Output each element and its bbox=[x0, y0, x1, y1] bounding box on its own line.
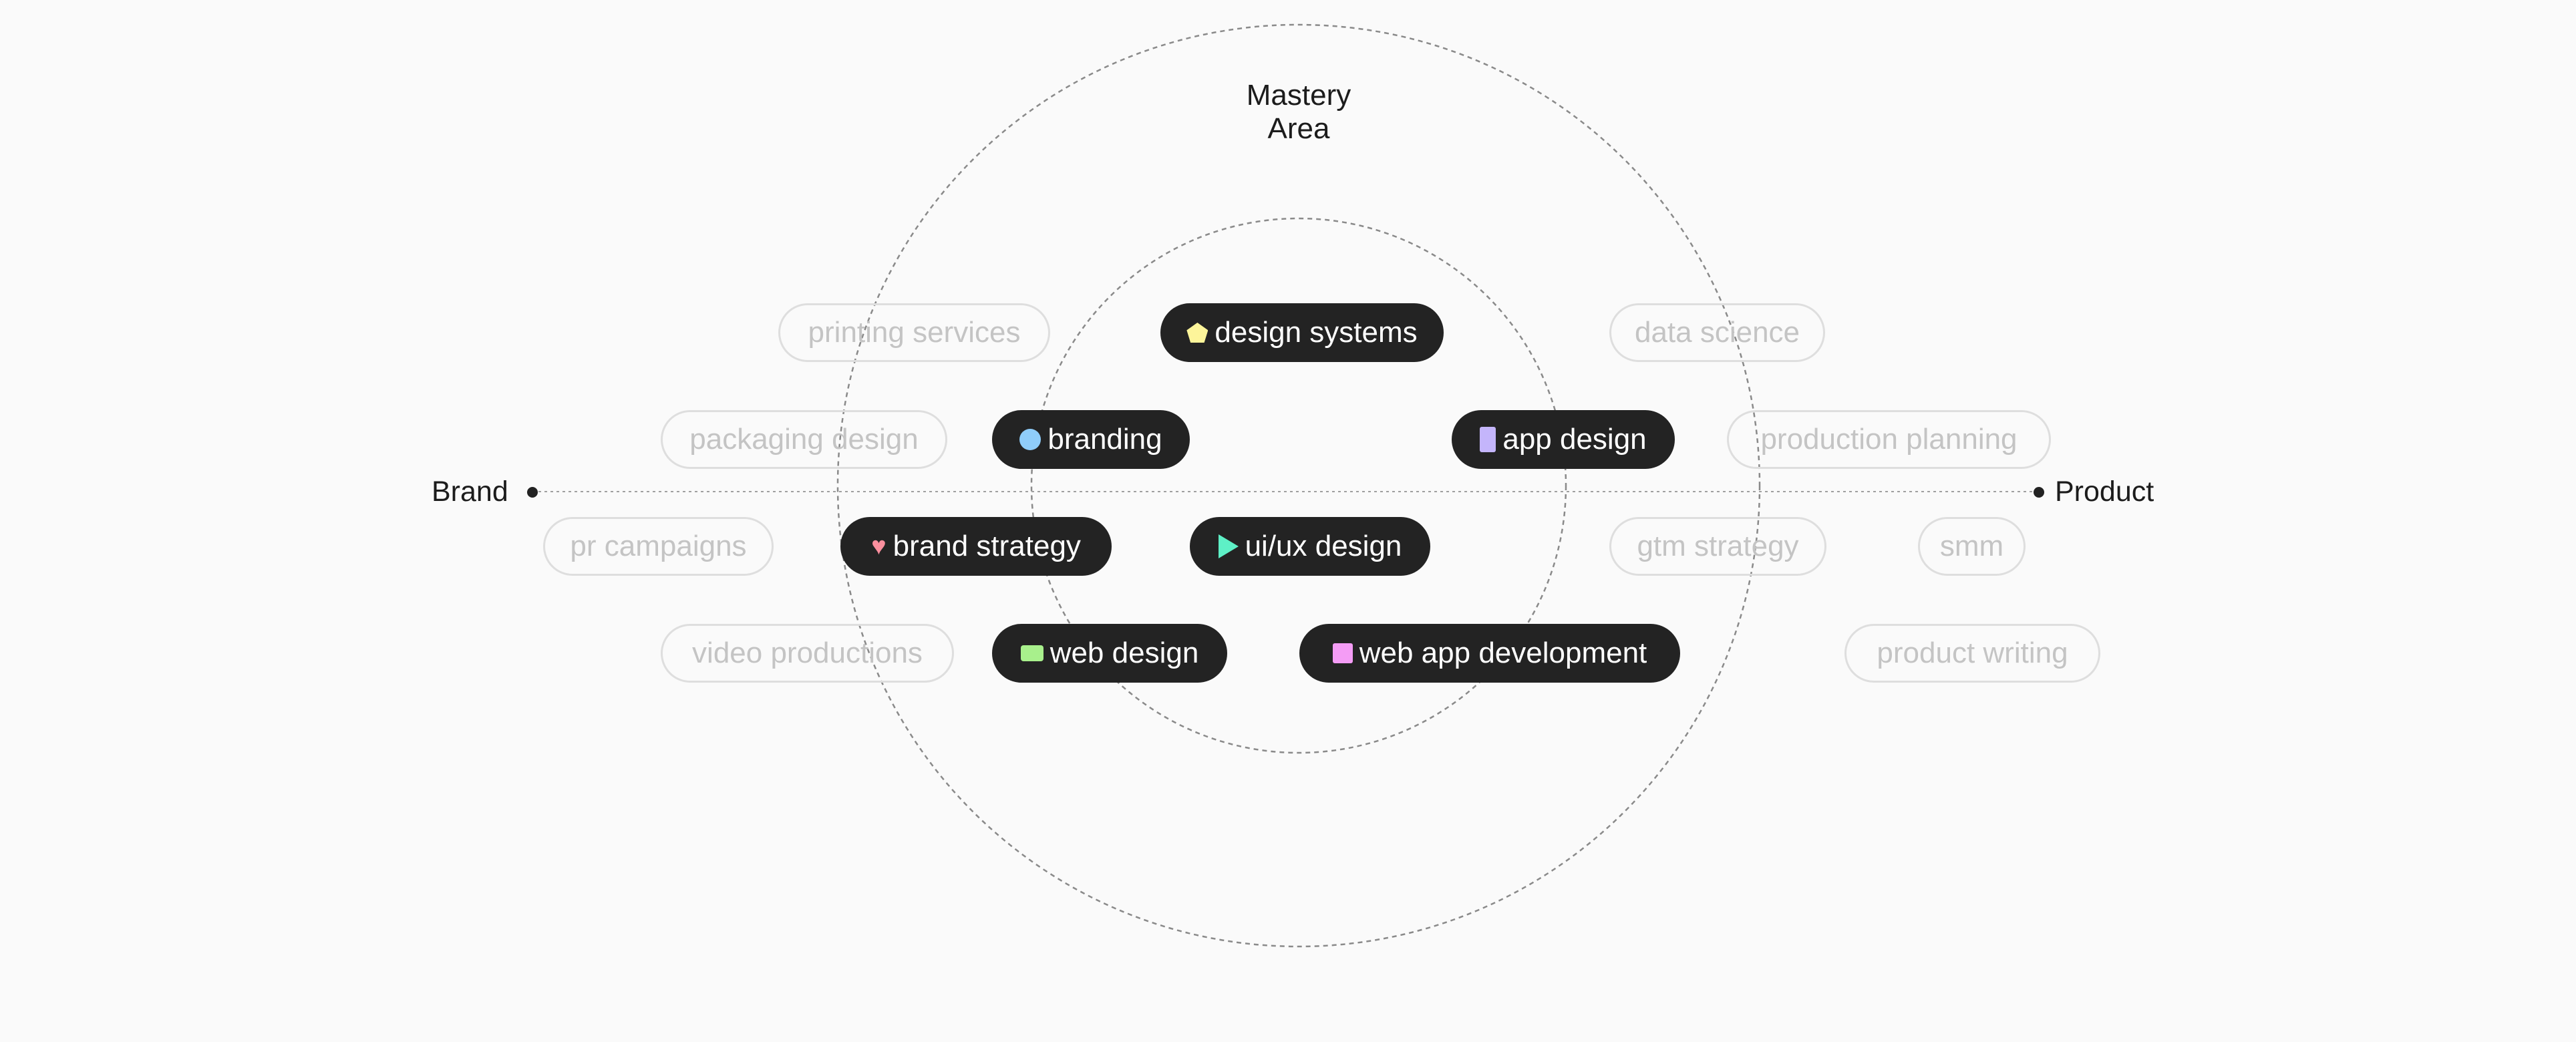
diagram-title: Mastery Area bbox=[1165, 79, 1432, 146]
outer-circle bbox=[836, 23, 1761, 948]
heart-icon: ♥ bbox=[871, 532, 887, 560]
skill-pill-web-design: web design bbox=[992, 624, 1227, 683]
skill-label: web design bbox=[1050, 637, 1199, 669]
skill-label: branding bbox=[1048, 423, 1162, 456]
skill-pill-ui-ux-design: ui/ux design bbox=[1190, 517, 1430, 576]
axis-dot-left bbox=[527, 487, 538, 498]
skill-pill-gtm-strategy: gtm strategy bbox=[1609, 517, 1826, 576]
skill-pill-branding: branding bbox=[992, 410, 1190, 469]
skill-pill-web-app-development: web app development bbox=[1299, 624, 1680, 683]
skill-pill-design-systems: design systems bbox=[1160, 303, 1444, 362]
skill-label: app design bbox=[1502, 423, 1647, 456]
rectangle-icon bbox=[1480, 427, 1496, 452]
skill-label: design systems bbox=[1215, 316, 1418, 349]
skill-pill-smm: smm bbox=[1918, 517, 2026, 576]
axis-label-brand: Brand bbox=[432, 476, 508, 508]
skill-pill-product-writing: product writing bbox=[1844, 624, 2100, 683]
inner-circle bbox=[1030, 217, 1567, 754]
skill-pill-printing-services: printing services bbox=[778, 303, 1050, 362]
circle-icon bbox=[1019, 429, 1041, 450]
skill-pill-packaging-design: packaging design bbox=[661, 410, 947, 469]
rectangle-icon bbox=[1020, 645, 1043, 661]
title-line-2: Area bbox=[1267, 112, 1330, 145]
pentagon-icon bbox=[1186, 323, 1209, 343]
skill-label: web app development bbox=[1359, 637, 1647, 669]
axis-dot-right bbox=[2034, 487, 2044, 498]
skill-pill-data-science: data science bbox=[1609, 303, 1825, 362]
axis-label-product: Product bbox=[2055, 476, 2154, 508]
square-icon bbox=[1332, 643, 1353, 663]
skill-label: brand strategy bbox=[893, 530, 1081, 562]
skill-pill-production-planning: production planning bbox=[1727, 410, 2051, 469]
play-icon bbox=[1218, 534, 1239, 558]
skill-pill-video-productions: video productions bbox=[661, 624, 954, 683]
skill-pill-app-design: app design bbox=[1452, 410, 1675, 469]
title-line-1: Mastery bbox=[1246, 79, 1351, 112]
skill-label: ui/ux design bbox=[1245, 530, 1402, 562]
skill-pill-pr-campaigns: pr campaigns bbox=[543, 517, 774, 576]
skill-pill-brand-strategy: ♥ brand strategy bbox=[840, 517, 1112, 576]
